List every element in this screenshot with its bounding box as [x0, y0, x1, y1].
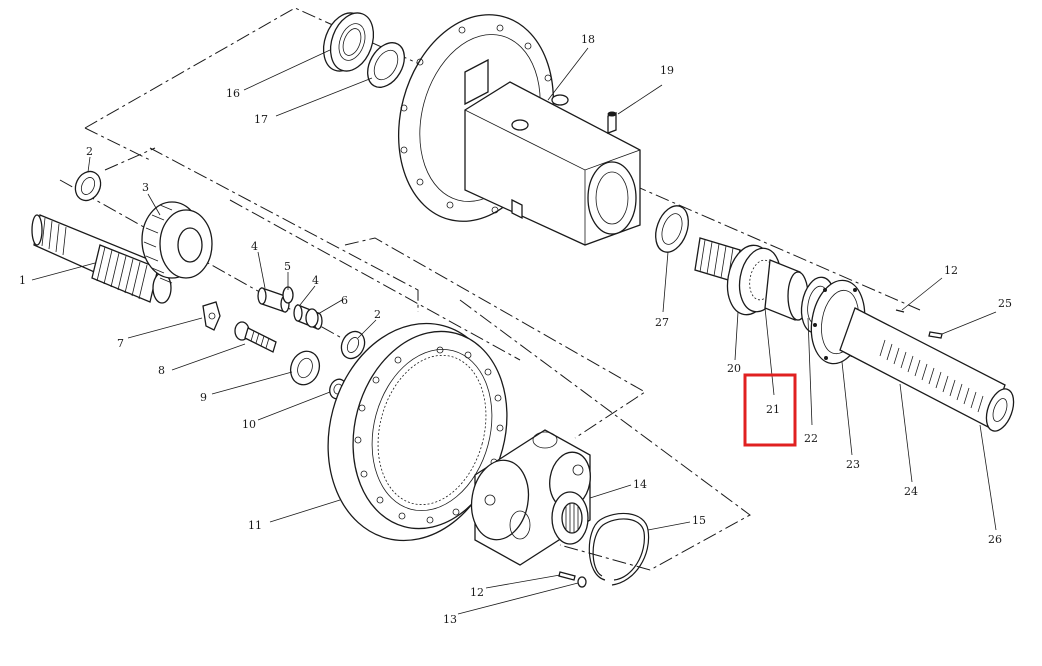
label-18: 18 — [581, 33, 595, 46]
part-24-axle-shaft[interactable] — [839, 307, 1006, 429]
part-15-snap-ring[interactable] — [588, 512, 650, 586]
label-25: 25 — [998, 297, 1012, 310]
label-13: 13 — [443, 613, 457, 626]
label-16: 16 — [226, 87, 240, 100]
label-24: 24 — [904, 485, 918, 498]
label-11: 11 — [248, 519, 262, 532]
label-20: 20 — [727, 362, 741, 375]
label-5: 5 — [284, 260, 291, 273]
part-3-planet-gear[interactable] — [141, 201, 213, 284]
label-9: 9 — [200, 391, 207, 404]
label-14: 14 — [633, 478, 647, 491]
part-27-seal[interactable] — [650, 201, 695, 256]
label-22: 22 — [804, 432, 818, 445]
part-17-oil-seal[interactable] — [360, 36, 412, 94]
label-12-lower: 12 — [470, 586, 484, 599]
part-2-washer-upper[interactable] — [71, 167, 105, 204]
label-4-left: 4 — [251, 240, 258, 253]
part-7-lock-tab[interactable] — [202, 301, 221, 331]
label-8: 8 — [158, 364, 165, 377]
part-8-bolt[interactable] — [234, 321, 277, 353]
part-21-spacer[interactable] — [764, 259, 809, 321]
label-6: 6 — [341, 294, 348, 307]
label-12-upper: 12 — [944, 264, 958, 277]
part-18-axle-housing[interactable] — [376, 0, 641, 246]
part-1-input-shaft[interactable] — [31, 214, 172, 304]
part-6-bushing[interactable] — [305, 308, 319, 328]
label-15: 15 — [692, 514, 706, 527]
label-26: 26 — [988, 533, 1002, 546]
part-11-ring-gear[interactable] — [304, 304, 528, 561]
label-2-lower: 2 — [374, 308, 381, 321]
assembly-guide-lines — [59, 7, 921, 571]
label-7: 7 — [117, 337, 124, 350]
label-19: 19 — [660, 64, 674, 77]
part-16-bearing[interactable] — [316, 7, 381, 77]
part-9-thrust-washer[interactable] — [286, 347, 324, 389]
label-3: 3 — [142, 181, 149, 194]
label-1: 1 — [19, 274, 26, 287]
part-21-highlight-box — [743, 373, 797, 447]
label-21: 21 — [766, 403, 780, 416]
label-17: 17 — [254, 113, 268, 126]
part-14-planet-carrier[interactable] — [465, 429, 594, 566]
part-25-bolt[interactable] — [928, 331, 943, 339]
part-13-dowel-pin[interactable] — [577, 576, 587, 588]
leader-lines — [31, 47, 997, 615]
label-4-right: 4 — [312, 274, 319, 287]
label-27: 27 — [655, 316, 669, 329]
part-12-screw-lower[interactable] — [558, 571, 576, 581]
label-2-upper: 2 — [86, 145, 93, 158]
part-2-washer-lower[interactable] — [337, 328, 369, 363]
part-4-pin-left[interactable] — [257, 287, 290, 313]
part-12-screw-upper[interactable] — [895, 309, 905, 313]
label-10: 10 — [242, 418, 256, 431]
part-labels: 1 2 2 3 4 4 5 6 7 8 9 10 11 12 12 13 14 … — [19, 33, 1012, 626]
part-26-shaft-end[interactable] — [981, 385, 1019, 435]
label-23: 23 — [846, 458, 860, 471]
part-19-breather[interactable] — [607, 111, 617, 134]
